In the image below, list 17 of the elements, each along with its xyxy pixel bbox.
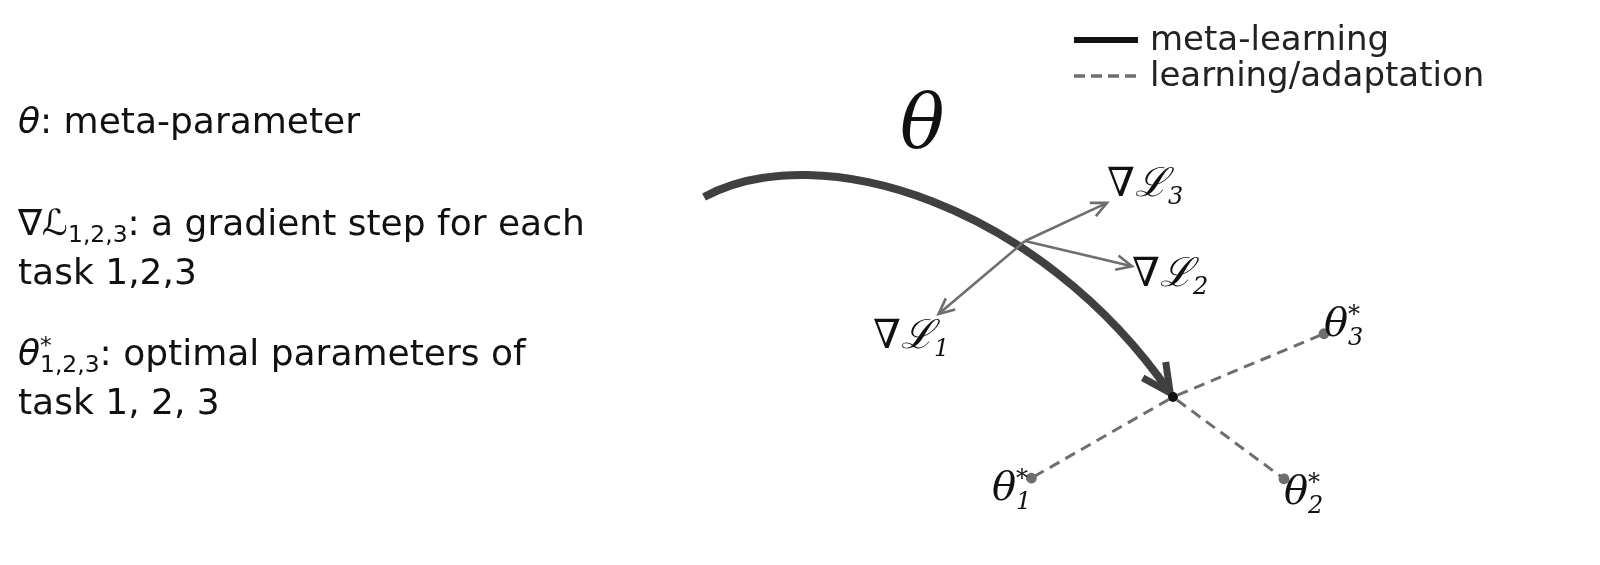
point-dot [1168, 392, 1178, 402]
edge-label: θ [900, 84, 945, 158]
legend-text: meta-learning [1150, 21, 1390, 55]
arrow [1024, 239, 1134, 271]
arrow [937, 240, 1026, 316]
math-label: ∇ℒ$_{3}$ [1107, 162, 1184, 209]
math-label: ∇ℒ$_{2}$ [1132, 252, 1209, 299]
arrow [1024, 201, 1109, 243]
definition-text: θ: meta-parameter [18, 99, 362, 143]
definition-text: θ$^{*}$$_{1,2,3}$: optimal parameters of task 1, 2, 3 [18, 330, 528, 425]
math-label: ∇ℒ$_{1}$ [873, 314, 950, 361]
arrow [702, 171, 1174, 397]
dashed-line [1176, 398, 1290, 485]
dashed-line [1026, 398, 1170, 484]
definition-text: ∇ℒ$_{1,2,3}$: a gradient step for each task 1,2,3 [18, 201, 586, 295]
legend-text: learning/adaptation [1150, 57, 1485, 91]
dashed-line [1177, 328, 1330, 397]
